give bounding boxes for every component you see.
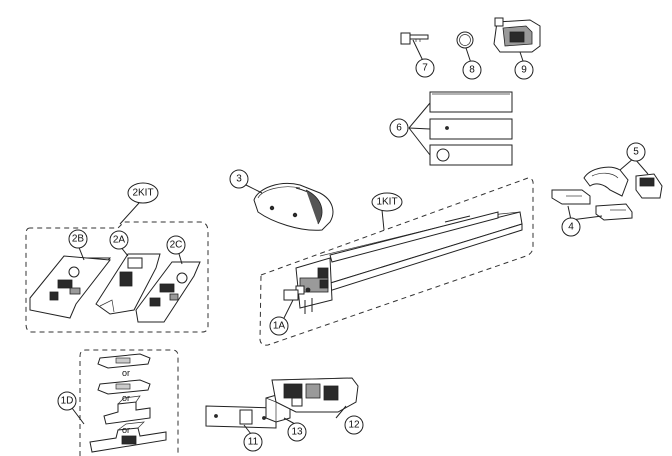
leader-1kit <box>381 209 385 231</box>
part-4-brackets <box>551 189 633 221</box>
svg-text:2KIT: 2KIT <box>132 188 153 199</box>
part-3-end-cap <box>245 183 334 231</box>
callout-8: 8 <box>462 60 482 80</box>
callout-1d: 1D <box>57 391 77 411</box>
svg-text:9: 9 <box>521 65 527 76</box>
part-5-end-caps <box>583 157 663 199</box>
svg-text:2B: 2B <box>72 234 85 245</box>
callout-12: 12 <box>344 415 364 435</box>
callout-9: 9 <box>514 60 534 80</box>
callout-7: 7 <box>415 58 435 78</box>
or-label: or <box>122 393 130 403</box>
callout-4: 4 <box>561 217 581 237</box>
part-11-strike-plate <box>205 405 277 435</box>
callout-1kit: 1KIT <box>371 192 403 212</box>
svg-text:1D: 1D <box>61 396 74 407</box>
part-12-lock-body <box>271 377 359 419</box>
callout-6: 6 <box>389 118 409 138</box>
kit-2-outline <box>25 221 209 333</box>
callout-2c: 2C <box>166 235 186 255</box>
leader-1d <box>71 407 85 425</box>
or-label: or <box>122 425 130 435</box>
svg-text:12: 12 <box>348 420 360 431</box>
svg-text:13: 13 <box>291 427 303 438</box>
svg-text:1A: 1A <box>273 321 286 332</box>
callout-2a: 2A <box>109 230 129 250</box>
kit-1d-outline <box>79 349 179 456</box>
part-8-washer <box>456 31 474 64</box>
svg-text:5: 5 <box>633 147 639 158</box>
svg-text:1KIT: 1KIT <box>376 197 397 208</box>
callout-11: 11 <box>243 432 263 452</box>
svg-text:6: 6 <box>396 123 402 134</box>
leader-1a <box>282 299 294 321</box>
callout-13: 13 <box>287 422 307 442</box>
callout-1a: 1A <box>269 316 289 336</box>
callout-5: 5 <box>626 142 646 162</box>
kit-1-outline <box>259 177 534 346</box>
svg-text:3: 3 <box>236 174 242 185</box>
or-label: or <box>122 368 130 378</box>
part-2a-plate <box>95 245 161 315</box>
callout-2kit: 2KIT <box>127 182 159 204</box>
svg-text:2A: 2A <box>113 235 126 246</box>
svg-text:11: 11 <box>248 437 259 448</box>
callout-2b: 2B <box>68 229 88 249</box>
leader-2kit <box>119 202 140 225</box>
svg-text:4: 4 <box>568 222 574 233</box>
callout-3: 3 <box>229 169 249 189</box>
part-9-cylinder-cam <box>493 17 541 62</box>
part-2c-plate <box>135 246 201 323</box>
svg-text:8: 8 <box>469 65 475 76</box>
part-1d-strikes <box>89 353 167 453</box>
svg-text:7: 7 <box>422 63 428 74</box>
svg-text:2C: 2C <box>170 240 183 251</box>
part-2b-plate <box>29 244 112 319</box>
part-6-rails <box>408 91 513 166</box>
part-1-exit-device-bar <box>283 211 523 314</box>
